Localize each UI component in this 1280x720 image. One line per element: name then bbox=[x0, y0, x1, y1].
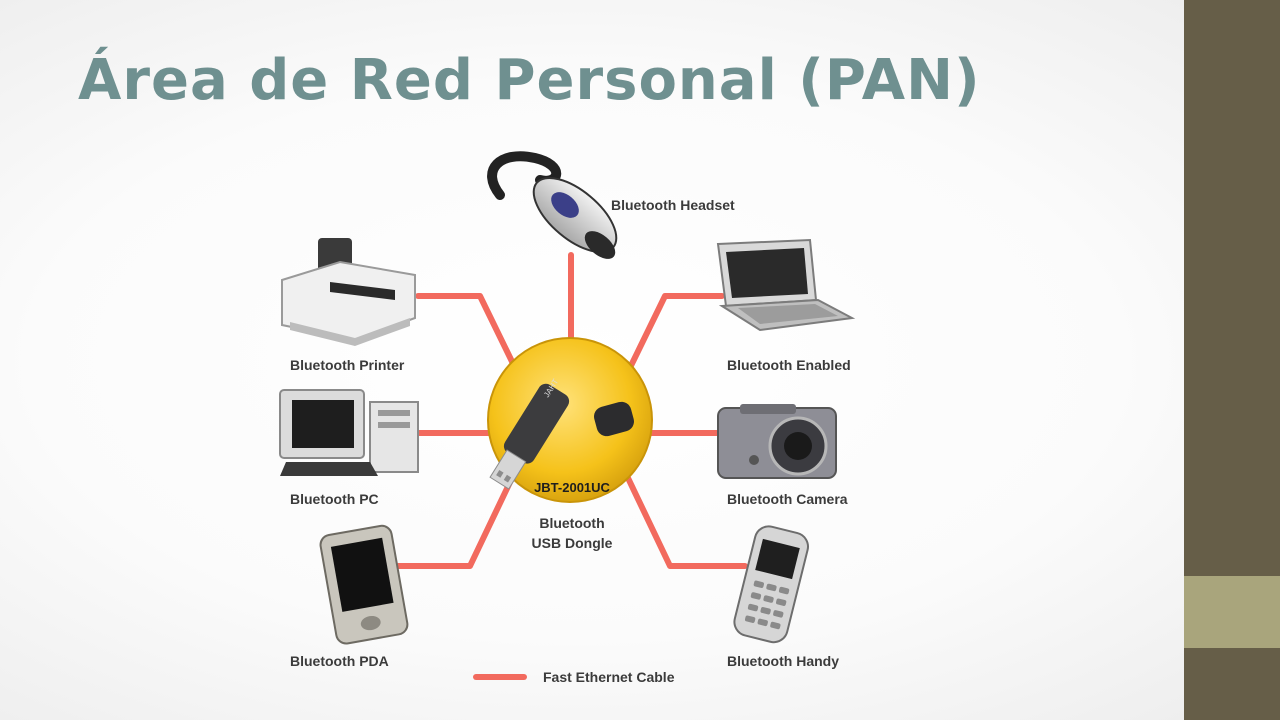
camera-icon bbox=[717, 404, 837, 479]
ethernet-cables bbox=[395, 252, 748, 569]
handy-label: Bluetooth Handy bbox=[727, 653, 839, 669]
hub-model-label: JBT-2001UC bbox=[534, 480, 610, 495]
laptop-label: Bluetooth Enabled bbox=[727, 357, 851, 373]
usb-stick-icon bbox=[489, 383, 570, 490]
pc-icon bbox=[279, 389, 419, 476]
hub-caption-line1: Bluetooth bbox=[539, 515, 604, 531]
mini-dongle-icon bbox=[594, 401, 634, 437]
printer-label: Bluetooth Printer bbox=[290, 357, 405, 373]
cable-handy bbox=[625, 475, 748, 569]
mobile-phone-icon bbox=[733, 525, 809, 644]
usb-dongle-hub: JAHT JBT-2001UC bbox=[487, 337, 653, 503]
decorative-side-bar-accent bbox=[1184, 576, 1280, 648]
headset-label: Bluetooth Headset bbox=[611, 197, 735, 213]
camera-label: Bluetooth Camera bbox=[727, 491, 848, 507]
printer-icon bbox=[281, 238, 416, 346]
hub-caption-line2: USB Dongle bbox=[532, 535, 613, 551]
legend-label: Fast Ethernet Cable bbox=[543, 669, 675, 685]
cable-pda bbox=[395, 475, 515, 569]
pan-network-diagram: JAHT JBT-2001UC Bluetooth USB Dongle Blu… bbox=[279, 151, 856, 685]
cable-printer bbox=[415, 293, 523, 381]
pda-label: Bluetooth PDA bbox=[290, 653, 389, 669]
slide-title: Área de Red Personal (PAN) bbox=[78, 48, 981, 113]
laptop-icon bbox=[716, 238, 856, 332]
pda-icon bbox=[319, 524, 409, 645]
headset-icon bbox=[487, 151, 618, 259]
cable-laptop bbox=[622, 293, 725, 381]
legend: Fast Ethernet Cable bbox=[473, 669, 675, 685]
pc-label: Bluetooth PC bbox=[290, 491, 379, 507]
